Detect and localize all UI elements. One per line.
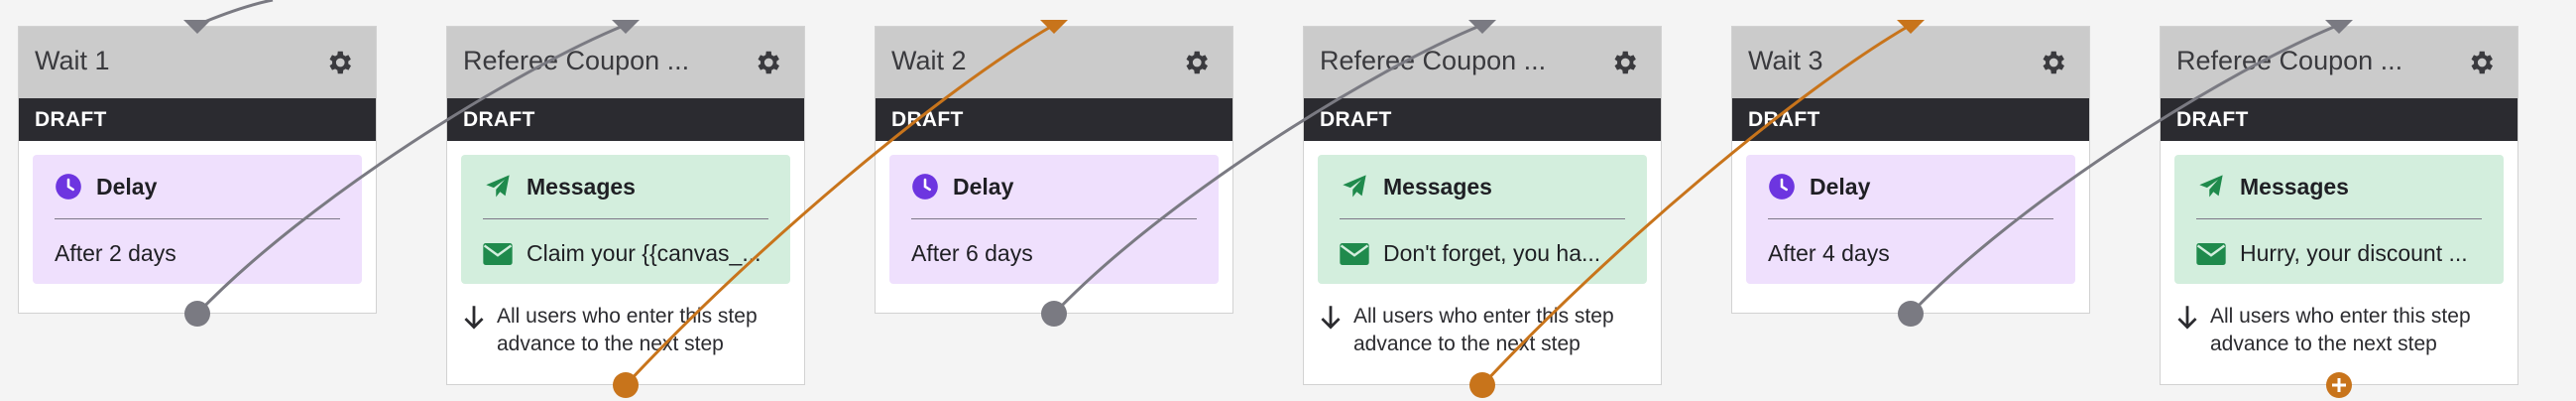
advance-text: All users who enter this step advance to… (2210, 305, 2471, 355)
step-type-label: Messages (1383, 173, 1492, 200)
status-badge: DRAFT (876, 98, 1232, 141)
divider (2196, 218, 2482, 219)
envelope-icon (483, 242, 513, 265)
arrow-down-icon (1321, 306, 1341, 330)
gear-icon[interactable] (2466, 48, 2496, 77)
step-value: After 4 days (1768, 240, 1890, 266)
delay-step[interactable]: Delay After 6 days (889, 155, 1219, 284)
step-value: After 6 days (911, 240, 1033, 266)
delay-step[interactable]: Delay After 4 days (1746, 155, 2075, 284)
delay-step[interactable]: Delay After 2 days (33, 155, 362, 284)
step-card-referee-coupon-2[interactable]: Referee Coupon ... DRAFT Messages Don't … (1303, 26, 1662, 385)
status-badge: DRAFT (2161, 98, 2517, 141)
step-card-header: Wait 3 (1732, 27, 2089, 98)
advance-info: All users who enter this step advance to… (1318, 303, 1671, 358)
clock-icon (56, 174, 81, 200)
step-type-label: Delay (96, 173, 158, 200)
step-card-wait-2[interactable]: Wait 2 DRAFT Delay After 6 days (875, 26, 1233, 314)
divider (1768, 218, 2053, 219)
connector-line (196, 0, 274, 27)
divider (55, 218, 340, 219)
step-title: Wait 2 (891, 46, 967, 75)
step-card-header: Wait 2 (876, 27, 1232, 98)
gear-icon[interactable] (1181, 48, 1211, 77)
messages-step[interactable]: Messages Don't forget, you ha... (1318, 155, 1647, 284)
message-subject: Hurry, your discount ... (2240, 240, 2468, 266)
status-badge: DRAFT (447, 98, 804, 141)
gear-icon[interactable] (324, 48, 354, 77)
divider (911, 218, 1197, 219)
step-title: Referee Coupon ... (2176, 46, 2403, 75)
step-value: After 2 days (55, 240, 176, 266)
step-type-label: Delay (1810, 173, 1871, 200)
advance-text: All users who enter this step advance to… (497, 305, 758, 355)
step-card-header: Referee Coupon ... (2161, 27, 2517, 98)
step-title: Referee Coupon ... (463, 46, 690, 75)
step-title: Wait 3 (1748, 46, 1823, 75)
step-card-referee-coupon-1[interactable]: Referee Coupon ... DRAFT Messages Claim … (446, 26, 805, 385)
status-badge: DRAFT (1304, 98, 1661, 141)
paper-plane-icon (2199, 175, 2223, 198)
clock-icon (1769, 174, 1795, 200)
message-subject: Don't forget, you ha... (1383, 240, 1601, 266)
status-badge: DRAFT (19, 98, 376, 141)
advance-info: All users who enter this step advance to… (2174, 303, 2527, 358)
envelope-icon (1340, 242, 1369, 265)
step-card-header: Wait 1 (19, 27, 376, 98)
step-title: Referee Coupon ... (1320, 46, 1547, 75)
paper-plane-icon (1343, 175, 1366, 198)
envelope-icon (2196, 242, 2226, 265)
step-card-wait-1[interactable]: Wait 1 DRAFT Delay After 2 days (18, 26, 377, 314)
gear-icon[interactable] (1609, 48, 1639, 77)
arrow-down-icon (464, 306, 484, 330)
messages-step[interactable]: Messages Hurry, your discount ... (2174, 155, 2504, 284)
step-card-header: Referee Coupon ... (447, 27, 804, 98)
status-badge: DRAFT (1732, 98, 2089, 141)
step-type-label: Delay (953, 173, 1014, 200)
step-type-label: Messages (527, 173, 636, 200)
advance-info: All users who enter this step advance to… (461, 303, 814, 358)
gear-icon[interactable] (2038, 48, 2067, 77)
message-subject: Claim your {{canvas_... (527, 240, 761, 266)
clock-icon (912, 174, 938, 200)
arrow-down-icon (2177, 306, 2197, 330)
divider (1340, 218, 1625, 219)
advance-text: All users who enter this step advance to… (1353, 305, 1614, 355)
messages-step[interactable]: Messages Claim your {{canvas_... (461, 155, 790, 284)
paper-plane-icon (486, 175, 510, 198)
step-card-header: Referee Coupon ... (1304, 27, 1661, 98)
step-title: Wait 1 (35, 46, 110, 75)
step-card-referee-coupon-3[interactable]: Referee Coupon ... DRAFT Messages Hurry,… (2160, 26, 2518, 385)
gear-icon[interactable] (753, 48, 782, 77)
divider (483, 218, 768, 219)
step-type-label: Messages (2240, 173, 2349, 200)
step-card-wait-3[interactable]: Wait 3 DRAFT Delay After 4 days (1731, 26, 2090, 314)
